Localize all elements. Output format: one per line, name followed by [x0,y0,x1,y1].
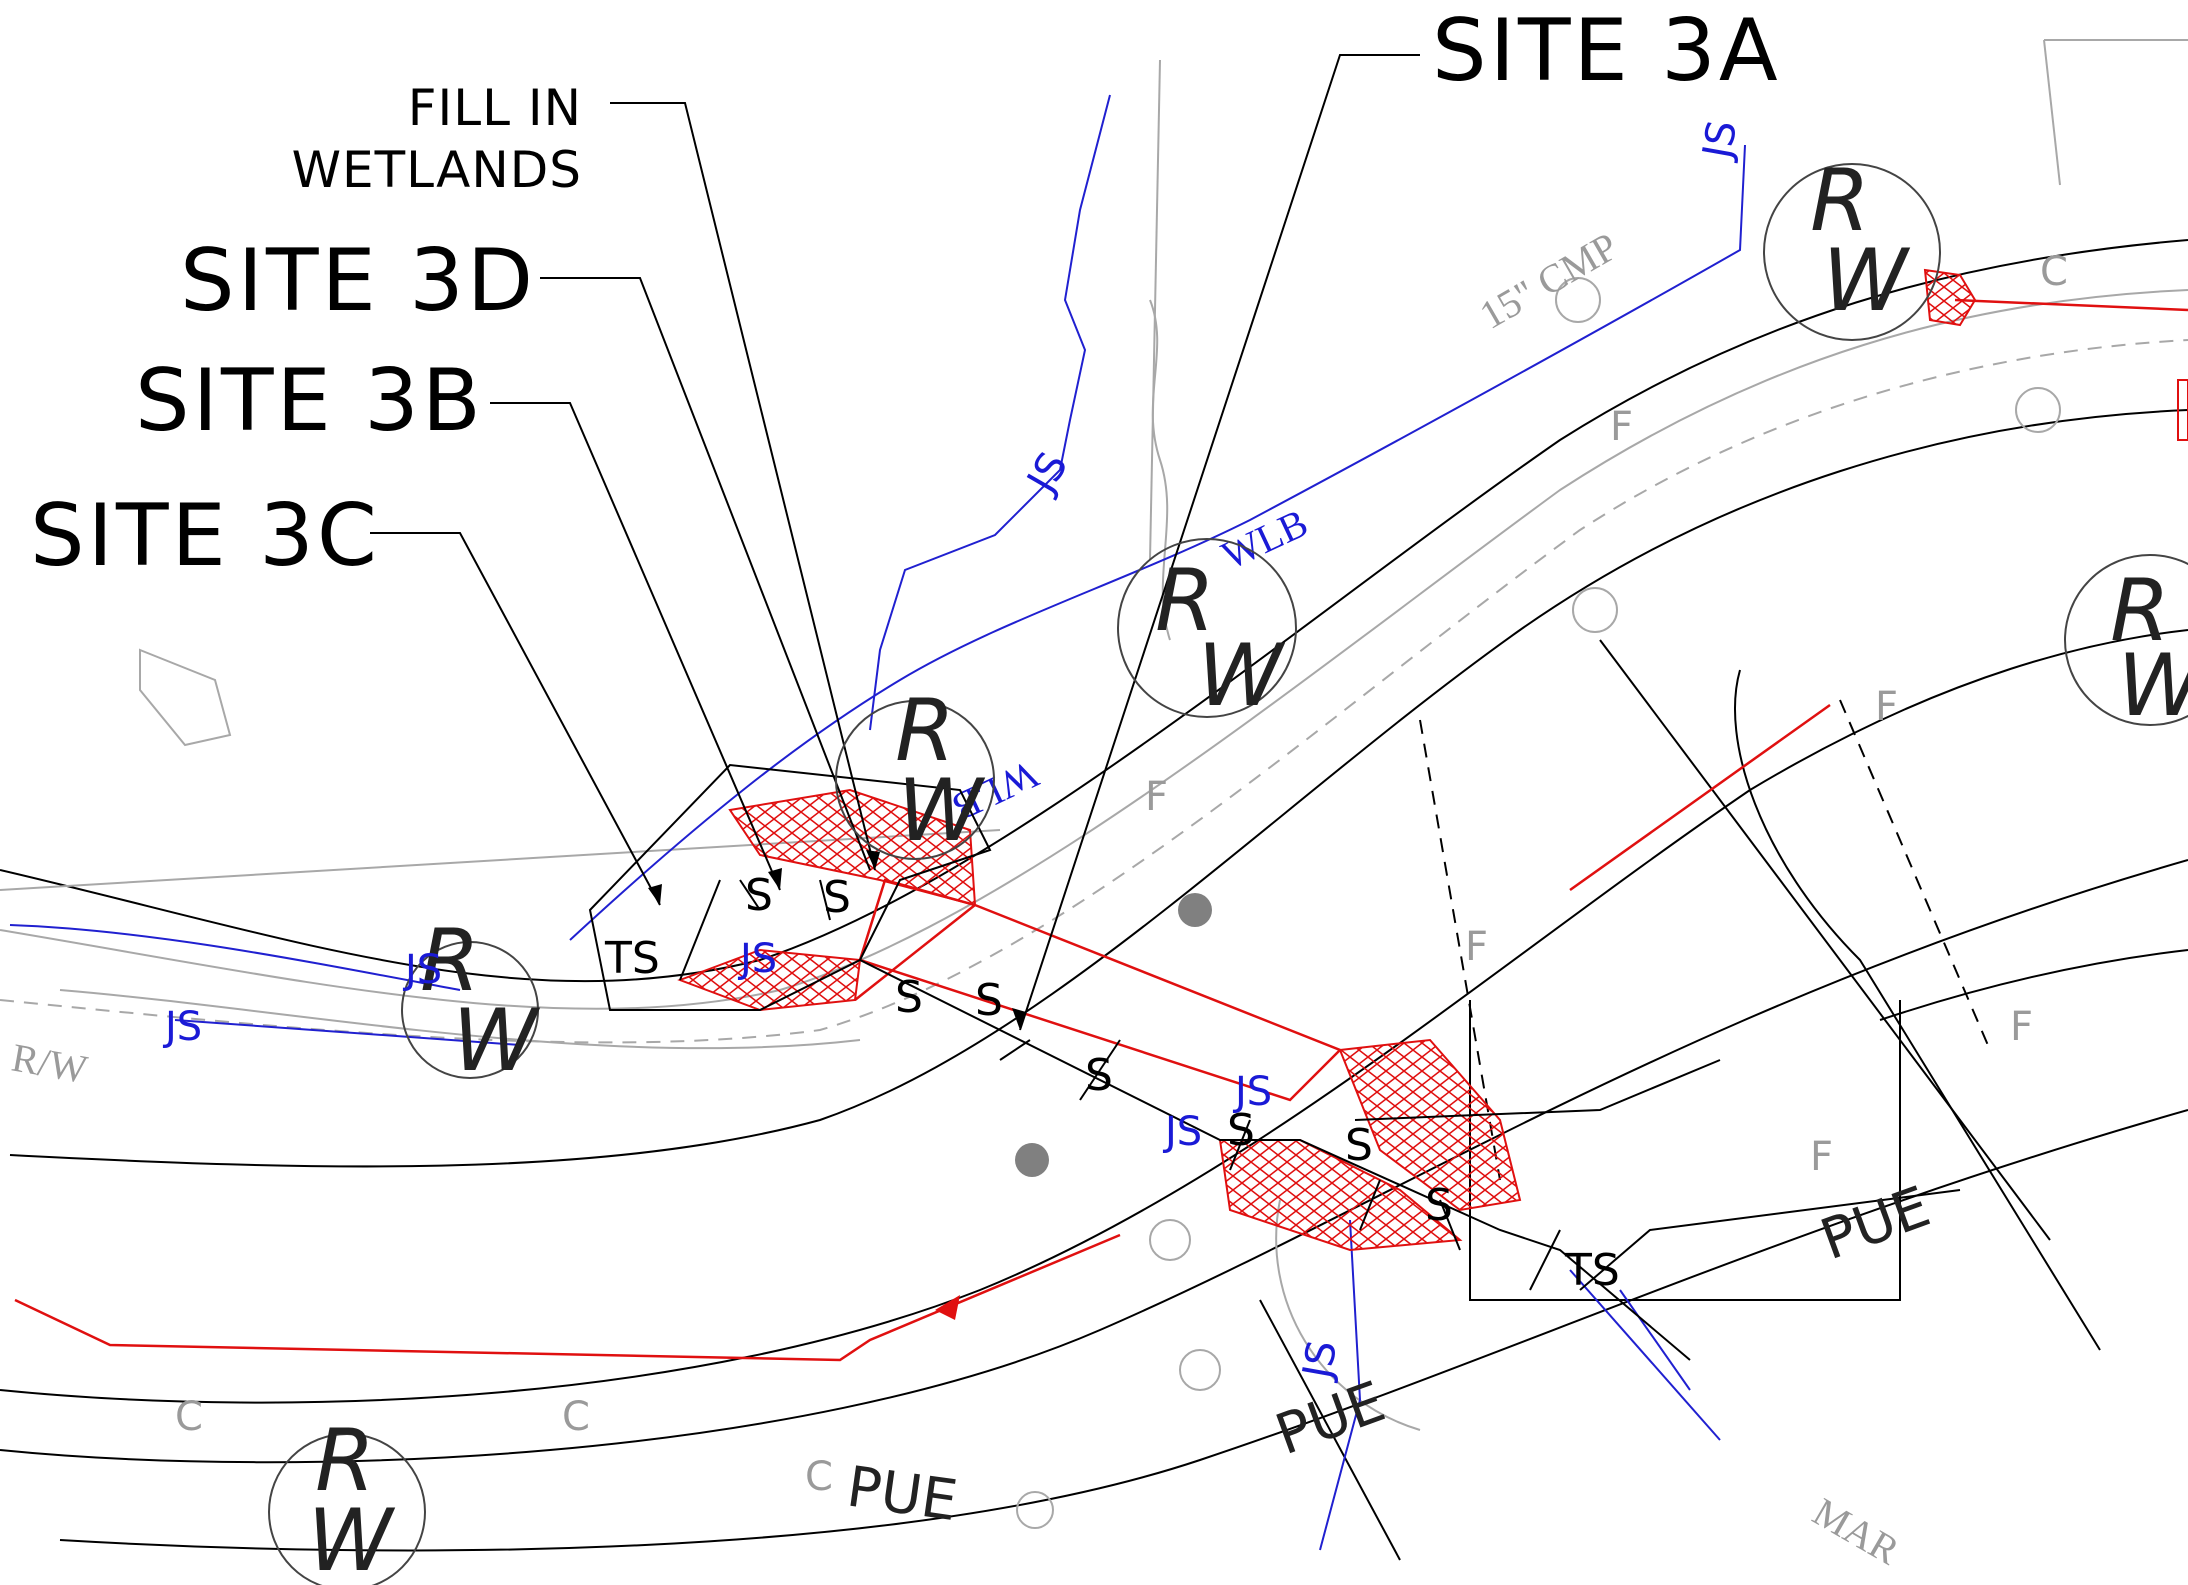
js-label-4: JS [162,1004,202,1050]
js-label-1: JS [1017,445,1077,503]
svg-text:R: R [1155,551,1215,651]
c-label-3: C [562,1394,590,1440]
svg-text:W: W [452,991,540,1091]
rw-marker-4: R W [1763,151,1941,341]
svg-text:W: W [307,1491,395,1585]
rw-line-label: R/W [8,1035,90,1092]
js-label-7: JS [1162,1109,1202,1155]
site-3a-label: SITE 3A [1432,1,1781,101]
svg-text:R: R [420,911,480,1011]
mar-label: MAR [1806,1489,1908,1574]
f-label-1: F [1610,404,1633,450]
cmp-label: 15" CMP [1472,223,1625,337]
svg-text:W: W [2117,636,2188,736]
svg-text:W: W [1822,231,1910,331]
c-label-2: C [175,1394,203,1440]
f-label-6: F [1810,1134,1833,1180]
s-label-2: S [823,872,851,923]
rw-marker-1: R W [401,911,540,1091]
ts-label-1: TS [604,933,660,984]
s-label-7: S [1345,1120,1373,1171]
s-label-4: S [975,975,1003,1026]
pue-label-1: PUE [1813,1174,1939,1273]
svg-text:R: R [1810,151,1870,251]
f-label-2: F [1145,774,1168,820]
js-label-6: JS [1232,1069,1272,1115]
rw-marker-6: R W [268,1411,426,1585]
svg-text:W: W [897,761,985,861]
s-label-5: S [1085,1050,1113,1101]
leader-lines [370,54,1961,1291]
stream-lines: WLB WLB [9,94,1746,1551]
pue-label-3: PUE [843,1454,961,1534]
site-3b-label: SITE 3B [135,351,484,451]
fill-label-line-2: WETLANDS [292,141,582,199]
s-label-1: S [745,870,773,921]
s-label-3: S [895,972,923,1023]
s-label-6: S [1227,1105,1255,1156]
c-label-1: C [2040,249,2068,295]
f-label-4: F [1875,684,1898,730]
site-3d-label: SITE 3D [180,231,536,331]
s-label-8: S [1425,1180,1453,1231]
c-label-4: C [805,1454,833,1500]
rw-marker-2: R W [835,681,995,861]
fill-label-line-1: FILL IN [408,79,582,137]
svg-text:R: R [315,1411,375,1511]
pue-label-2: PUE [1268,1369,1394,1468]
site-3c-label: SITE 3C [30,486,380,586]
svg-text:R: R [2110,561,2170,661]
rw-marker-5: R W [2064,554,2188,736]
js-label-5: JS [737,936,777,982]
js-label-2: JS [1694,117,1746,165]
f-label-5: F [2010,1004,2033,1050]
svg-text:R: R [895,681,955,781]
js-label-3: JS [402,947,442,993]
work-zones [588,763,1691,1361]
proposed-work [14,268,2188,1362]
ts-label-2: TS [1564,1245,1620,1296]
f-label-3: F [1465,924,1488,970]
svg-text:W: W [1197,626,1285,726]
rw-marker-3: R W [1117,538,1297,726]
